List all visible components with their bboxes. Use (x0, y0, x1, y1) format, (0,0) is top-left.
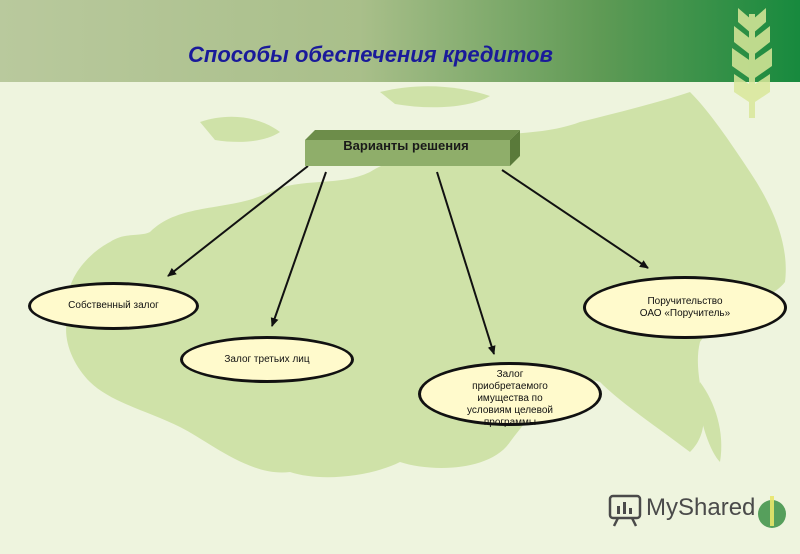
root-box-label: Варианты решения (343, 138, 469, 153)
option-third-party-collateral: Залог третьих лиц (180, 336, 354, 383)
option-line: приобретаемого (472, 381, 548, 392)
arrow-to-third-party (270, 171, 327, 327)
arrow-to-own-collateral (167, 165, 309, 277)
option-label: Поручительство ОАО «Поручитель» (640, 296, 730, 320)
option-line: Поручительство (647, 295, 723, 307)
option-acquired-property-collateral: Залог приобретаемого имущества по услови… (418, 359, 602, 429)
header-band (0, 0, 800, 82)
option-guarantee: Поручительство ОАО «Поручитель» (583, 276, 787, 339)
option-line: условиям целевой (467, 405, 553, 416)
arrow-to-guarantee (501, 169, 649, 269)
myshared-logo-icon (608, 494, 786, 528)
option-line: Залог (496, 369, 524, 380)
option-label: Собственный залог (68, 300, 159, 312)
option-label: Залог приобретаемого имущества по услови… (467, 359, 553, 429)
root-box-shape (305, 130, 520, 166)
arrow-to-acquired-property (436, 171, 496, 355)
option-label: Залог третьих лиц (224, 354, 309, 366)
option-line: ОАО «Поручитель» (639, 307, 731, 319)
option-line: Залог третьих лиц (224, 353, 310, 365)
page-title: Способы обеспечения кредитов (188, 42, 553, 67)
watermark-text: MyShared (646, 494, 756, 521)
option-line: имущества по (477, 393, 543, 404)
wheat-logo-icon (732, 8, 772, 118)
option-own-collateral: Собственный залог (28, 282, 199, 330)
option-line: Собственный залог (68, 300, 159, 311)
option-line: программы (483, 417, 537, 428)
